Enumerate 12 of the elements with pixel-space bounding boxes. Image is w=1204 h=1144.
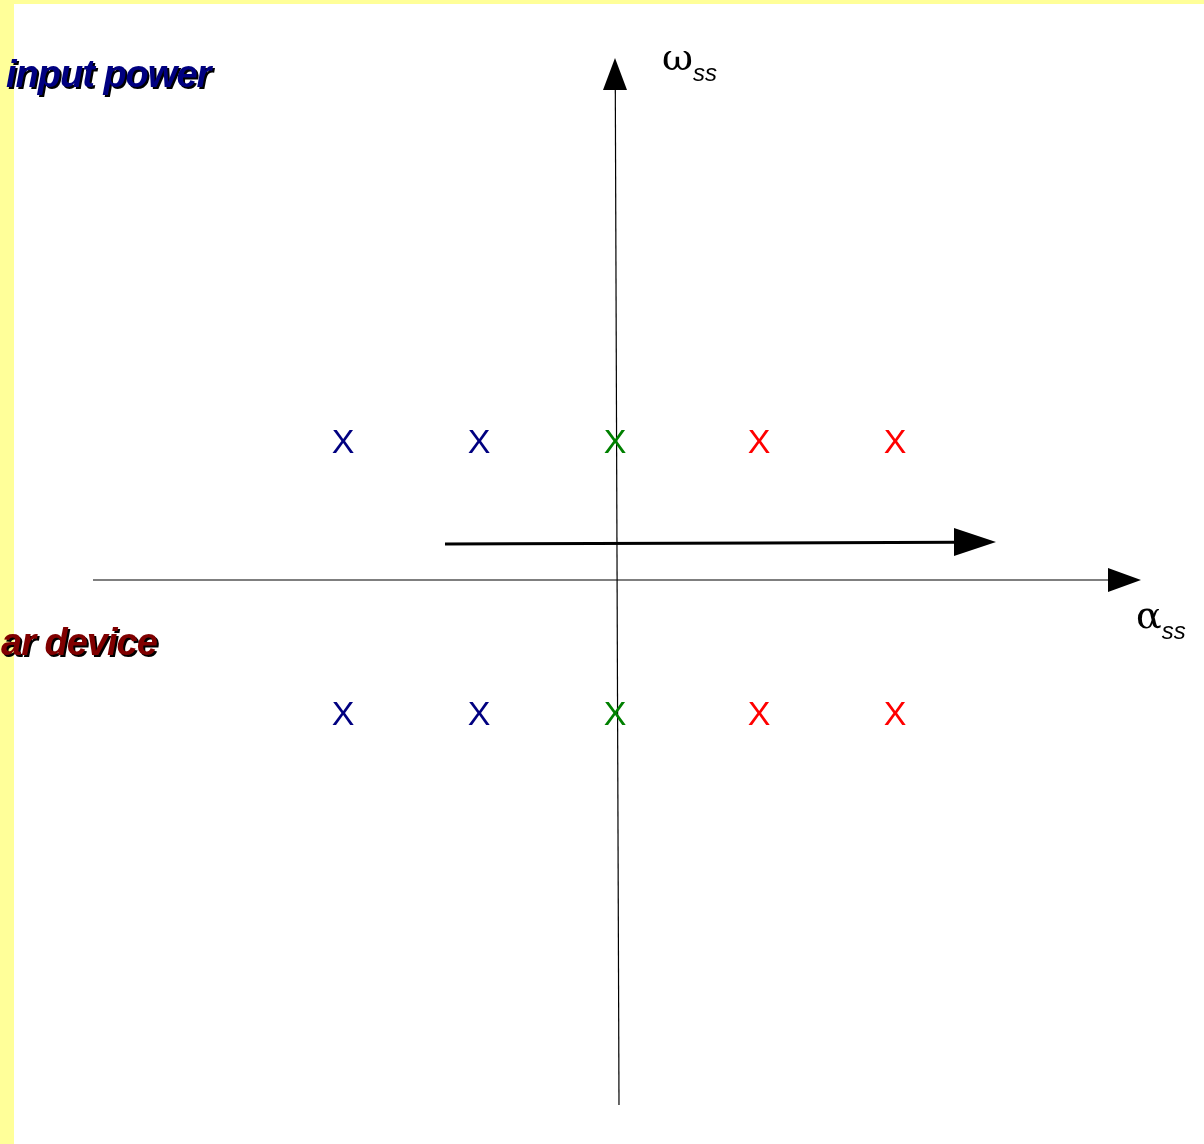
point-marker: X [747, 424, 771, 458]
panel-heading: ar device [1, 623, 157, 661]
point-marker: X [467, 424, 491, 458]
point-marker: X [331, 696, 355, 730]
panel-heading: input power [6, 55, 211, 93]
point-marker: X [467, 696, 491, 730]
point-marker: X [331, 424, 355, 458]
point-marker: X [883, 424, 907, 458]
axis-label: α$_{ss}$ [1136, 596, 1186, 643]
point-marker: X [883, 696, 907, 730]
point-marker: X [747, 696, 771, 730]
axis-label: ω$_{ss}$ [662, 38, 717, 85]
